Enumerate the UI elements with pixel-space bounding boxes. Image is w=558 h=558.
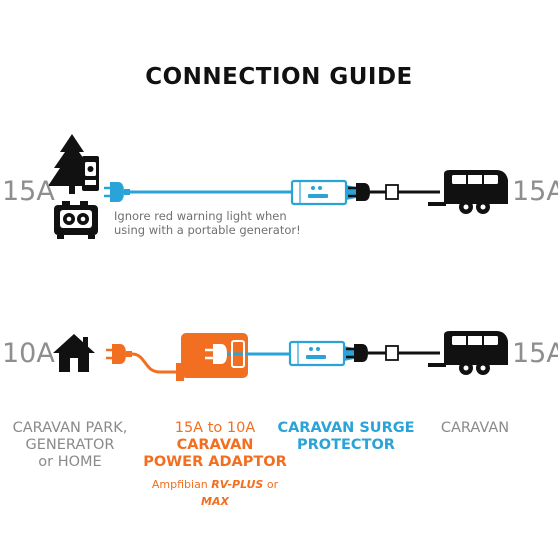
surge-protector-icon (288, 340, 354, 367)
adaptor-caption-line-3: POWER ADAPTOR (143, 454, 287, 470)
protector-caption-line-1: CARAVAN SURGE (277, 420, 415, 436)
caravan-caption: CARAVAN (440, 420, 510, 436)
row2-right-rating: 15A (512, 338, 558, 369)
adaptor-models: Ampfibian RV-PLUS or MAX (140, 476, 290, 510)
adaptor-model-2: MAX (201, 495, 229, 508)
cable-orange (131, 352, 176, 374)
source-caption-line-2: GENERATOR (25, 437, 115, 453)
house-icon (53, 334, 95, 372)
protector-caption-line-2: PROTECTOR (297, 437, 395, 453)
adaptor-caption: 15A to 10A CARAVAN POWER ADAPTOR Ampfibi… (140, 420, 290, 510)
row2-left-rating: 10A (2, 338, 55, 369)
adaptor-models-or: or (263, 478, 279, 491)
plug-icon (104, 182, 130, 202)
surge-protector-icon (290, 179, 356, 206)
note-line-2: using with a portable generator! (114, 223, 301, 237)
source-caption-line-1: CARAVAN PARK, (12, 420, 128, 436)
note-line-1: Ignore red warning light when (114, 209, 287, 223)
caravan-icon (428, 331, 508, 375)
generator-warning-note: Ignore red warning light when using with… (114, 209, 304, 237)
plug-icon (348, 183, 399, 201)
generator-icon (54, 201, 98, 239)
caravan-icon (428, 170, 508, 214)
adaptor-caption-line-2: CARAVAN (176, 437, 254, 453)
row1-left-rating: 15A (2, 176, 55, 207)
source-caption-line-3: or HOME (38, 454, 102, 470)
row1-right-rating: 15A (512, 176, 558, 207)
power-outlet-icon (82, 156, 99, 191)
adaptor-models-prefix: Ampfibian (151, 478, 212, 491)
protector-caption: CARAVAN SURGE PROTECTOR (272, 420, 420, 454)
source-caption: CARAVAN PARK, GENERATOR or HOME (0, 420, 140, 471)
adaptor-model-1: RV-PLUS (211, 478, 264, 491)
page-title: CONNECTION GUIDE (145, 64, 413, 90)
plug-icon (106, 344, 132, 364)
power-adaptor-icon (176, 333, 290, 381)
adaptor-caption-line-1: 15A to 10A (174, 420, 256, 436)
